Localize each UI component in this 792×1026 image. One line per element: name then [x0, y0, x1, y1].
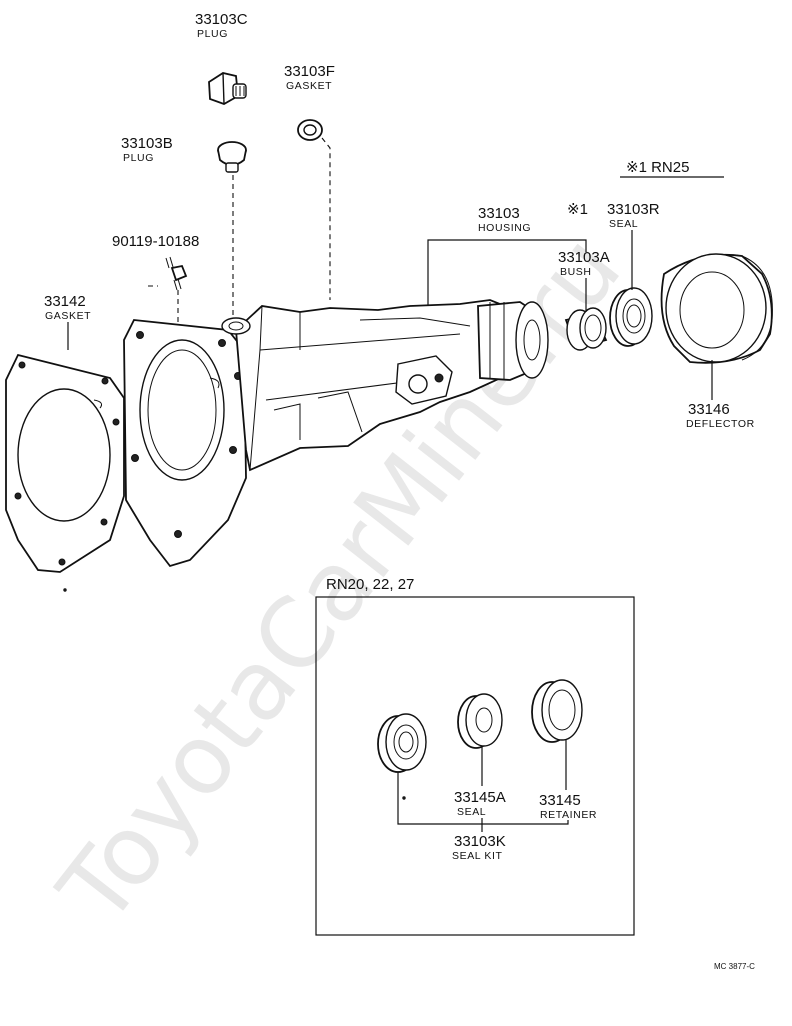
seal-kit-box — [315, 596, 635, 936]
label-33103r-name: SEAL — [609, 218, 638, 230]
housing-33103-part[interactable] — [123, 299, 549, 568]
leader-seal-kit-bracket — [397, 772, 569, 825]
gasket-33142-part[interactable] — [5, 353, 125, 573]
label-33142-name: GASKET — [45, 310, 91, 322]
label-33103b-name: PLUG — [123, 152, 154, 164]
label-33103f-name: GASKET — [286, 80, 332, 92]
stray-dot — [63, 588, 67, 592]
leader-33103 — [427, 239, 587, 305]
label-33103f-number: 33103F — [284, 63, 335, 80]
label-33103b-number: 33103B — [121, 135, 173, 152]
label-33142-number: 33142 — [44, 293, 86, 310]
seal-33103r-part[interactable] — [609, 287, 653, 347]
leader-33103f — [321, 137, 331, 300]
deflector-33146-part[interactable] — [660, 253, 773, 364]
retainer-33145-part[interactable] — [531, 679, 583, 743]
label-33103a-mark: ※1 — [567, 201, 588, 218]
plug-33103b-part[interactable] — [217, 141, 247, 173]
bush-33103a-part[interactable] — [564, 307, 608, 351]
label-33103k-name: SEAL KIT — [452, 850, 503, 862]
seal-33145a-part[interactable] — [457, 693, 503, 749]
diagram-code: MC 3877-C — [714, 962, 755, 971]
label-33103c-name: PLUG — [197, 28, 228, 40]
plug-33103c-part[interactable] — [208, 72, 247, 105]
bolt-90119-10188-part[interactable] — [165, 256, 188, 291]
note-rn25: ※1 RN25 — [626, 159, 689, 176]
label-33145a-name: SEAL — [457, 806, 486, 818]
label-33103-number: 33103 — [478, 205, 520, 222]
label-33146-number: 33146 — [688, 401, 730, 418]
label-33146-name: DEFLECTOR — [686, 418, 755, 430]
label-33145-number: 33145 — [539, 792, 581, 809]
gasket-33103f-part[interactable] — [297, 119, 323, 141]
label-33103-name: HOUSING — [478, 222, 531, 234]
label-33145a-number: 33145A — [454, 789, 506, 806]
stray-dot — [402, 796, 406, 800]
label-33103r-number: 33103R — [607, 201, 660, 218]
box-title: RN20, 22, 27 — [326, 576, 414, 593]
label-33145-name: RETAINER — [540, 809, 597, 821]
label-90119-number: 90119-10188 — [112, 233, 199, 250]
label-33103c-number: 33103C — [195, 11, 248, 28]
label-33103a-number: 33103A — [558, 249, 610, 266]
label-33103a-name: BUSH — [560, 266, 592, 278]
label-33103k-number: 33103K — [454, 833, 506, 850]
seal-kit-seal-part[interactable] — [377, 713, 427, 773]
